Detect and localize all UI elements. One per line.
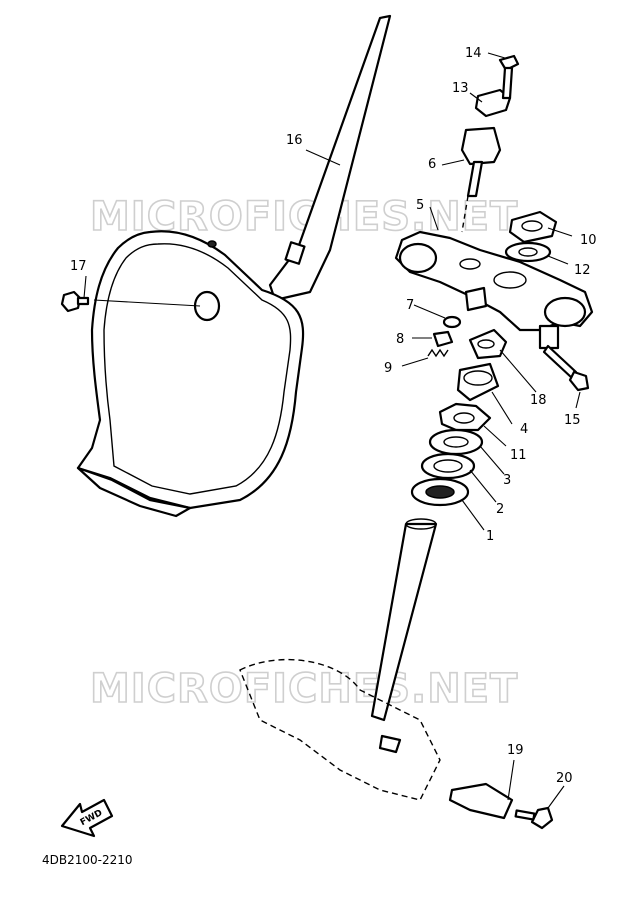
callout-11: 11 bbox=[510, 448, 527, 463]
nut-10[interactable] bbox=[508, 210, 558, 244]
callout-14: 14 bbox=[465, 46, 482, 61]
ring-nut-4[interactable] bbox=[456, 362, 500, 402]
callout-13: 13 bbox=[452, 81, 469, 96]
collar-18[interactable] bbox=[468, 328, 508, 360]
callout-10: 10 bbox=[580, 233, 597, 248]
bearing-race-1[interactable] bbox=[410, 477, 470, 507]
watermark-bottom: MICROFICHES.NET bbox=[90, 666, 518, 712]
number-plate[interactable] bbox=[76, 14, 392, 518]
callout-3: 3 bbox=[503, 473, 511, 488]
callout-4: 4 bbox=[520, 422, 528, 437]
callout-7: 7 bbox=[406, 298, 414, 313]
cable-guide-19[interactable] bbox=[378, 734, 514, 820]
callout-18: 18 bbox=[530, 393, 547, 408]
bolt-20[interactable] bbox=[514, 806, 554, 830]
callout-1: 1 bbox=[486, 529, 494, 544]
washer-7[interactable] bbox=[442, 315, 462, 329]
leader-lines bbox=[83, 52, 581, 809]
bearing-cover-3[interactable] bbox=[428, 428, 484, 456]
callout-17: 17 bbox=[70, 259, 87, 274]
callout-16: 16 bbox=[286, 133, 303, 148]
callout-6: 6 bbox=[428, 157, 436, 172]
callout-9: 9 bbox=[384, 361, 392, 376]
bearing-2[interactable] bbox=[420, 452, 476, 480]
bolt-15[interactable] bbox=[542, 344, 590, 392]
catalog-code: 4DB2100-2210 bbox=[42, 853, 133, 867]
handlebar-holder[interactable] bbox=[460, 54, 520, 233]
bolt-17[interactable] bbox=[60, 290, 90, 313]
callout-labels: 1 2 3 4 5 6 7 8 9 10 11 12 13 14 15 16 1… bbox=[70, 46, 597, 786]
callout-20: 20 bbox=[556, 771, 573, 786]
lock-washer-11[interactable] bbox=[438, 402, 492, 432]
callout-19: 19 bbox=[507, 743, 524, 758]
callout-5: 5 bbox=[416, 198, 424, 213]
fwd-arrow-icon: FWD bbox=[60, 798, 114, 838]
spring-9[interactable] bbox=[427, 348, 449, 358]
nut-8[interactable] bbox=[432, 330, 454, 348]
callout-8: 8 bbox=[396, 332, 404, 347]
steering-stem bbox=[239, 518, 441, 801]
washer-12[interactable] bbox=[504, 241, 552, 263]
upper-bracket[interactable] bbox=[394, 230, 594, 350]
callout-2: 2 bbox=[496, 502, 504, 517]
callout-15: 15 bbox=[564, 413, 581, 428]
callout-12: 12 bbox=[574, 263, 591, 278]
